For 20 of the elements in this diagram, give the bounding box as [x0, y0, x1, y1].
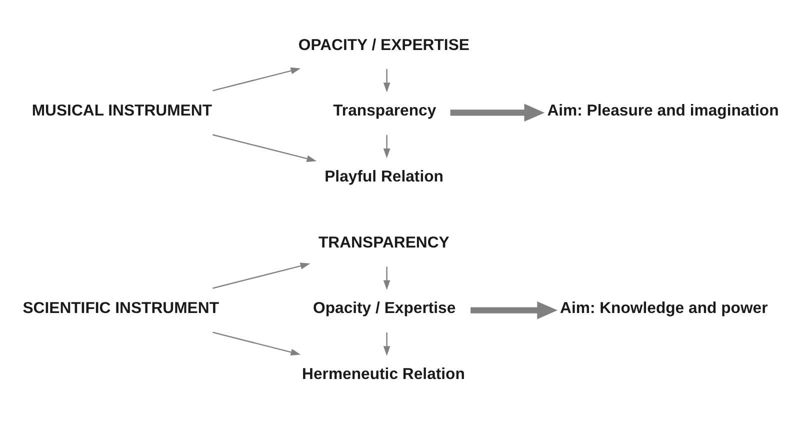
arrow — [212, 66, 301, 91]
arrow — [212, 262, 310, 288]
arrow — [212, 134, 317, 162]
node-text: Aim: Pleasure and imagination — [547, 102, 779, 120]
node-text: Aim: Knowledge and power — [560, 300, 768, 317]
node-text: Opacity / Expertise — [313, 300, 456, 317]
arrow — [470, 300, 558, 319]
node-text: Transparency — [333, 102, 436, 120]
arrow — [383, 68, 390, 92]
node-text: Hermeneutic Relation — [302, 366, 465, 383]
arrow — [383, 266, 390, 290]
arrow — [212, 331, 301, 356]
node-text: TRANSPARENCY — [318, 234, 450, 251]
node-text: MUSICAL INSTRUMENT — [32, 102, 212, 120]
node-text: SCIENTIFIC INSTRUMENT — [22, 300, 220, 317]
arrow — [450, 103, 545, 122]
arrow — [383, 332, 390, 356]
arrow — [383, 134, 390, 158]
node-text: Playful Relation — [324, 168, 444, 185]
node-text: OPACITY / EXPERTISE — [298, 36, 470, 54]
